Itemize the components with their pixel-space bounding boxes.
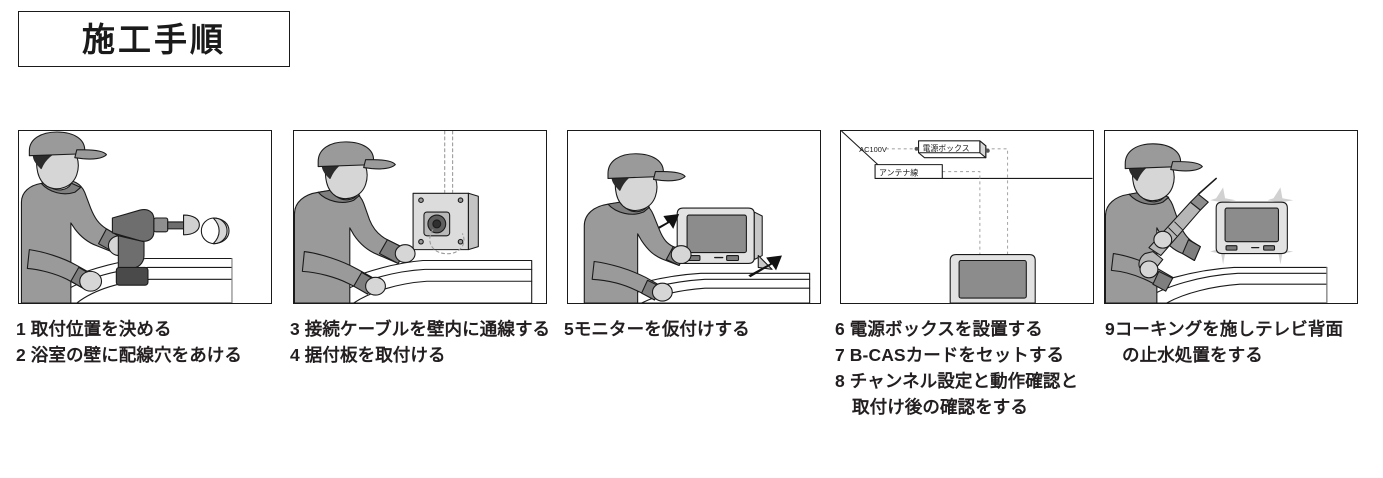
caption-step-9-continued: の止水処置をする <box>1122 345 1263 365</box>
power-box-label: 電源ボックス <box>923 144 970 153</box>
caption-step-8-continued: 取付け後の確認をする <box>852 397 1028 417</box>
caption-column-2: 3 接続ケーブルを壁内に通線する 4 据付板を取付ける <box>290 316 562 368</box>
page-title-box: 施工手順 <box>18 11 290 67</box>
panel-3-temporary-monitor <box>567 130 821 304</box>
panel-1-illustration <box>20 131 233 303</box>
illustration-panel-strip: AC100V 電源ボックス アンテナ線 <box>0 130 1383 304</box>
panel-5-illustration <box>1105 143 1328 303</box>
caption-row: 1 取付位置を決める 2 浴室の壁に配線穴をあける 3 接続ケーブルを壁内に通線… <box>0 316 1383 466</box>
caption-column-5: 9コーキングを施しテレビ背面 の止水処置をする <box>1105 316 1373 368</box>
caption-step-2: 2 浴室の壁に配線穴をあける <box>16 345 242 365</box>
caption-step-9: 9コーキングを施しテレビ背面 <box>1105 319 1344 339</box>
panel-5-caulking <box>1104 130 1358 304</box>
panel-2-illustration <box>294 131 533 303</box>
caption-step-3: 3 接続ケーブルを壁内に通線する <box>290 319 551 339</box>
page-title: 施工手順 <box>82 20 226 58</box>
panel-4-illustration: AC100V 電源ボックス アンテナ線 <box>841 131 1093 303</box>
panel-4-wiring-diagram: AC100V 電源ボックス アンテナ線 <box>840 130 1094 304</box>
caption-step-5: 5モニターを仮付けする <box>564 319 750 339</box>
panel-3-illustration <box>583 153 811 303</box>
antenna-cable-label: アンテナ線 <box>879 167 918 177</box>
caption-column-4: 6 電源ボックスを設置する 7 B-CASカードをセットする 8 チャンネル設定… <box>835 316 1097 420</box>
caption-column-1: 1 取付位置を決める 2 浴室の壁に配線穴をあける <box>16 316 286 368</box>
caption-step-4: 4 据付板を取付ける <box>290 345 446 365</box>
caption-step-6: 6 電源ボックスを設置する <box>835 319 1043 339</box>
caption-step-7: 7 B-CASカードをセットする <box>835 345 1065 365</box>
caption-column-3: 5モニターを仮付けする <box>564 316 834 342</box>
ac-power-label: AC100V <box>859 145 887 154</box>
caption-step-1: 1 取付位置を決める <box>16 319 172 339</box>
panel-2-mount-plate <box>293 130 547 304</box>
panel-1-drill-hole <box>18 130 272 304</box>
caption-step-8: 8 チャンネル設定と動作確認と <box>835 371 1079 391</box>
